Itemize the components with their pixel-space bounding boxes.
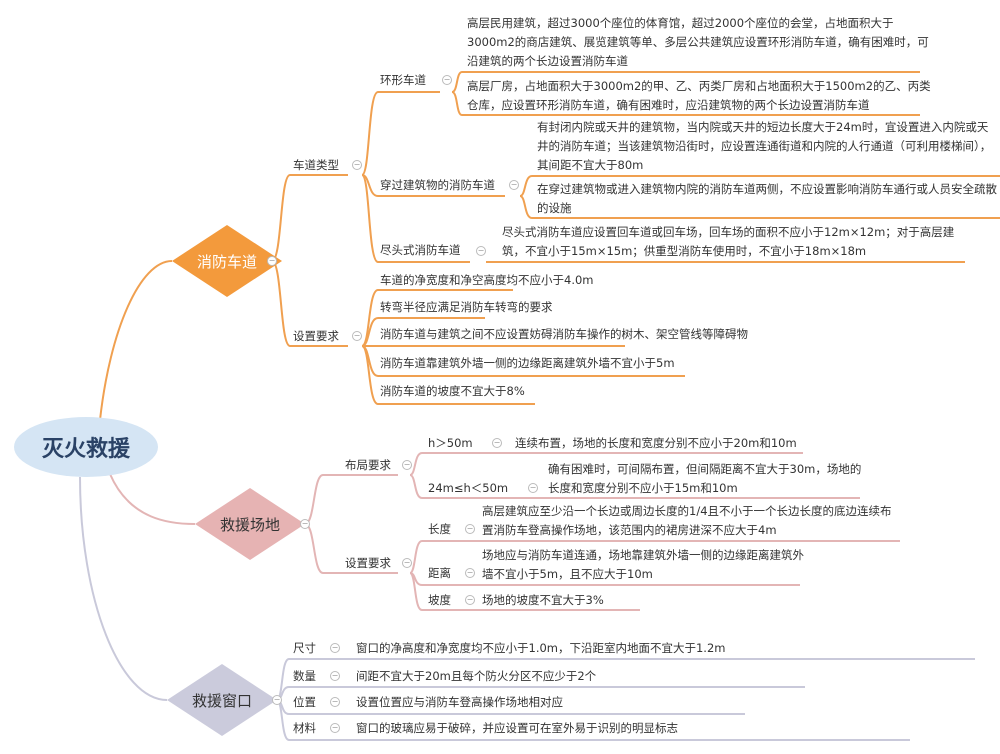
slope-node[interactable]: 坡度 (428, 593, 451, 607)
leaf-node[interactable]: 场地的坡度不宜大于3% (482, 593, 604, 607)
rescue-site-label: 救援场地 (219, 515, 280, 534)
connector-root-rescue-site (109, 473, 196, 525)
collapse-toggle-icon[interactable]: − (330, 643, 340, 653)
leaf-node[interactable]: 窗口的玻璃应易于破碎，并应设置可在室外易于识别的明显标志 (356, 721, 678, 735)
collapse-toggle-icon[interactable]: − (352, 160, 362, 170)
lane-types-node[interactable]: 车道类型 (293, 158, 339, 172)
collapse-toggle-icon[interactable]: − (465, 595, 475, 605)
length-node[interactable]: 长度 (428, 522, 451, 536)
through-lane-node[interactable]: 穿过建筑物的消防车道 (380, 178, 495, 192)
diamond-shape (167, 664, 277, 736)
collapse-toggle-icon[interactable]: − (330, 671, 340, 681)
collapse-toggle-icon[interactable]: − (528, 483, 538, 493)
leaf-node[interactable]: 间距不宜大于20m且每个防火分区不应少于2个 (356, 669, 597, 683)
window-size-node[interactable]: 尺寸 (293, 641, 316, 655)
collapse-toggle-icon[interactable]: − (330, 697, 340, 707)
rescue-window-label: 救援窗口 (191, 691, 252, 710)
collapse-toggle-icon[interactable]: − (330, 723, 340, 733)
leaf-node[interactable]: 确有困难时，可间隔布置，但间隔距离不宜大于30m，场地的长度和宽度分别不应小于1… (548, 462, 862, 495)
fire-lane-label: 消防车道 (196, 252, 257, 271)
leaf-node[interactable]: 场地应与消防车道连通，场地靠建筑外墙一侧的边缘距离建筑外墙不宜小于5m，且不应大… (482, 548, 804, 581)
leaf-node[interactable]: 连续布置，场地的长度和宽度分别不应小于20m和10m (515, 436, 797, 450)
site-layout-node[interactable]: 布局要求 (345, 458, 391, 472)
leaf-node[interactable]: 消防车道与建筑之间不应设置妨碍消防车操作的树木、架空管线等障碍物 (380, 327, 748, 341)
connector-root-fire-lane (99, 260, 173, 421)
window-count-node[interactable]: 数量 (293, 669, 316, 683)
leaf-node[interactable]: 消防车道的坡度不宜大于8% (380, 384, 525, 398)
window-material-node[interactable]: 材料 (293, 721, 316, 735)
collapse-toggle-icon[interactable]: − (352, 331, 362, 341)
leaf-node[interactable]: 高层建筑应至少沿一个长边或周边长度的1/4且不小于一个长边长度的底边连续布置消防… (482, 504, 892, 537)
leaf-node[interactable]: 尽头式消防车道应设置回车道或回车场，回车场的面积不应小于12m×12m；对于高层… (502, 225, 955, 258)
ring-lane-node[interactable]: 环形车道 (380, 73, 426, 87)
site-requirements-node[interactable]: 设置要求 (345, 556, 391, 570)
rescue-window-node[interactable]: 救援窗口 (167, 664, 277, 736)
collapse-toggle-icon[interactable]: − (402, 558, 412, 568)
dead-end-lane-node[interactable]: 尽头式消防车道 (380, 243, 461, 257)
collapse-toggle-icon[interactable]: − (272, 695, 282, 705)
root-node[interactable]: 灭火救援 (14, 417, 158, 477)
fire-lane-node[interactable]: 消防车道 (172, 225, 282, 297)
leaf-node[interactable]: 有封闭内院或天井的建筑物，当内院或天井的短边长度大于24m时，宜设置进入内院或天… (537, 120, 992, 172)
collapse-toggle-icon[interactable]: − (300, 519, 310, 529)
collapse-toggle-icon[interactable]: − (442, 75, 452, 85)
lane-requirements-node[interactable]: 设置要求 (293, 329, 339, 343)
rescue-site-node[interactable]: 救援场地 (195, 488, 305, 560)
diamond-shape (195, 488, 305, 560)
height-condition-node[interactable]: 24m≤h＜50m (428, 481, 509, 495)
distance-node[interactable]: 距离 (428, 566, 451, 580)
collapse-toggle-icon[interactable]: − (509, 180, 519, 190)
collapse-toggle-icon[interactable]: − (267, 256, 277, 266)
leaf-node[interactable]: 高层厂房，占地面积大于3000m2的甲、乙、丙类厂房和占地面积大于1500m2的… (467, 79, 931, 112)
leaf-node[interactable]: 车道的净宽度和净空高度均不应小于4.0m (380, 273, 594, 287)
collapse-toggle-icon[interactable]: − (402, 460, 412, 470)
collapse-toggle-icon[interactable]: − (492, 438, 502, 448)
leaf-node[interactable]: 高层民用建筑，超过3000个座位的体育馆，超过2000个座位的会堂，占地面积大于… (467, 16, 929, 68)
collapse-toggle-icon[interactable]: − (465, 568, 475, 578)
leaf-node[interactable]: 设置位置应与消防车登高操作场地相对应 (356, 695, 563, 709)
collapse-toggle-icon[interactable]: − (476, 246, 486, 256)
connector-root-rescue-window (79, 476, 168, 701)
leaf-node[interactable]: 在穿过建筑物或进入建筑物内院的消防车道两侧，不应设置影响消防车通行或人员安全疏散… (537, 182, 997, 215)
fire-lane-connectors (271, 71, 1000, 405)
leaf-node[interactable]: 转弯半径应满足消防车转弯的要求 (380, 300, 553, 314)
diamond-shape (172, 225, 282, 297)
leaf-node[interactable]: 消防车道靠建筑外墙一侧的边缘距离建筑外墙不宜小于5m (380, 356, 675, 370)
height-condition-node[interactable]: h＞50m (428, 436, 473, 450)
window-position-node[interactable]: 位置 (293, 695, 316, 709)
leaf-node[interactable]: 窗口的净高度和净宽度均不应小于1.0m，下沿距室内地面不宜大于1.2m (356, 641, 726, 655)
collapse-toggle-icon[interactable]: − (465, 524, 475, 534)
root-label: 灭火救援 (41, 437, 130, 462)
